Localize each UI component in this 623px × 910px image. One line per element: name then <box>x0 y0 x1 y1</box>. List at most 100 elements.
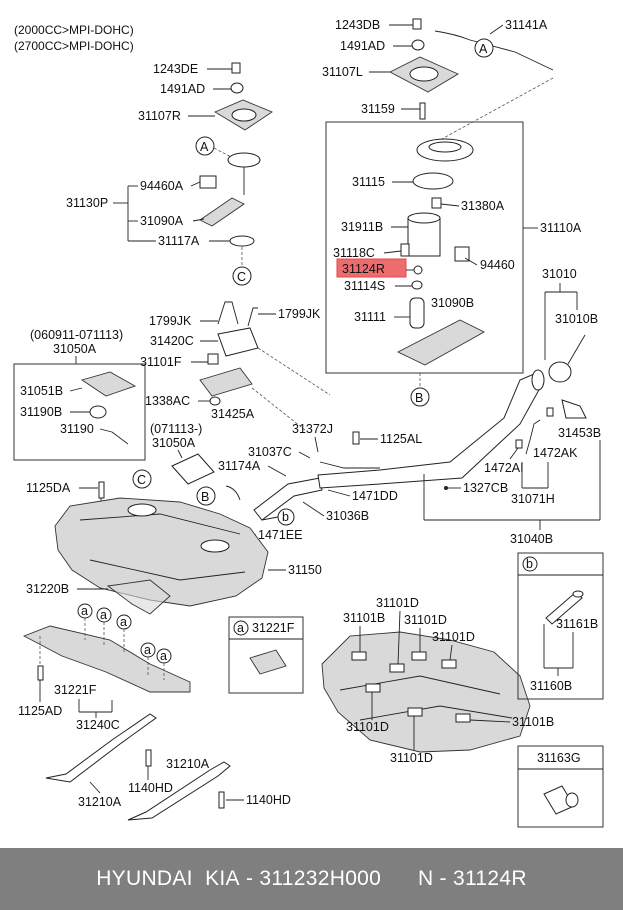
label-31160b: 31160B <box>530 679 572 693</box>
label-1491ad-right: 1491AD <box>340 39 385 53</box>
label-31240c: 31240C <box>76 718 120 732</box>
label-1338ac: 1338AC <box>145 394 190 408</box>
hose-part <box>225 485 241 501</box>
tank-strap-right-part <box>127 761 231 821</box>
pump-reservoir-part <box>407 217 441 257</box>
callout-c-top: C <box>232 266 252 286</box>
filter-right-part <box>396 319 485 366</box>
label-31010b: 31010B <box>555 312 598 326</box>
footer-part-number: 311232H000 <box>259 867 382 890</box>
bracket-left-part <box>217 301 239 325</box>
label-31221f-box: 31221F <box>252 621 295 635</box>
label-31101d-4: 31101D <box>346 720 389 734</box>
label-31380a: 31380A <box>461 199 505 213</box>
box-31221f <box>228 616 304 694</box>
footer-brand: HYUNDAI KIA <box>96 867 240 890</box>
label-1471dd: 1471DD <box>352 489 398 503</box>
footer-n-label: N - <box>417 867 453 890</box>
label-31090b: 31090B <box>431 296 474 310</box>
label-31453b: 31453B <box>558 426 601 440</box>
engine-note-2700cc: (2700CC>MPI-DOHC) <box>14 39 134 53</box>
fuel-tank-part <box>54 497 269 607</box>
label-31107l: 31107L <box>322 65 363 79</box>
footer-bar: HYUNDAI KIA - 311232H000 N - 31124R <box>0 848 623 910</box>
label-31420c: 31420C <box>150 334 194 348</box>
svg-text:b: b <box>282 510 289 524</box>
label-31210a-left: 31210A <box>78 795 122 809</box>
label-1140hd-right: 1140HD <box>246 793 291 807</box>
svg-text:A: A <box>200 140 209 154</box>
label-date-range-1: (060911-071113) <box>30 328 123 342</box>
label-31124r: 31124R <box>342 262 385 276</box>
label-31210a-right: 31210A <box>166 757 210 771</box>
label-31174a: 31174A <box>218 459 261 473</box>
callout-b-pump: B <box>410 387 430 407</box>
heat-shield-part <box>106 579 171 615</box>
footer-gap <box>381 867 418 891</box>
sender-right-part <box>454 246 470 262</box>
label-31114s: 31114S <box>344 279 385 293</box>
callout-b-tank: B <box>196 486 216 506</box>
box-b-detail <box>517 552 604 700</box>
label-94460: 94460 <box>480 258 515 272</box>
fuel-cap-part <box>548 361 572 383</box>
label-1491ad-left: 1491AD <box>160 82 205 96</box>
label-31101b-2: 31101B <box>512 715 554 729</box>
svg-text:a: a <box>81 604 88 618</box>
svg-text:a: a <box>100 608 107 622</box>
fuel-pump-motor-part <box>409 297 425 329</box>
fuel-system-exploded-diagram: (2000CC>MPI-DOHC) (2700CC>MPI-DOHC) 1243… <box>13 18 604 828</box>
label-31161b: 31161B <box>556 617 598 631</box>
label-1327cb: 1327CB <box>463 481 508 495</box>
label-31101d-3: 31101D <box>432 630 475 644</box>
callout-a-box: a <box>233 620 249 636</box>
callout-a-right: A <box>474 38 494 58</box>
callout-a-small-2: a <box>96 607 112 623</box>
label-31101f: 31101F <box>140 355 182 369</box>
label-31036b: 31036B <box>326 509 369 523</box>
svg-text:B: B <box>201 490 209 504</box>
fuel-regulator-part <box>413 265 423 275</box>
callout-a-small-3: a <box>116 614 132 630</box>
label-31190b: 31190B <box>20 405 62 419</box>
callout-a-small-1: a <box>77 603 93 619</box>
label-1799jk-right: 1799JK <box>278 307 321 321</box>
svg-text:A: A <box>479 42 488 56</box>
svg-text:C: C <box>137 473 146 487</box>
label-31220b: 31220B <box>26 582 69 596</box>
label-31110a: 31110A <box>540 221 582 235</box>
label-31090a: 31090A <box>140 214 184 228</box>
label-31051b: 31051B <box>20 384 63 398</box>
gasket-right-part <box>412 172 454 190</box>
label-31115: 31115 <box>352 175 385 189</box>
label-31037c: 31037C <box>248 445 292 459</box>
variant-box-1 <box>13 363 146 461</box>
lower-tank-part <box>321 631 531 753</box>
canister-2-part <box>171 453 215 485</box>
label-1140hd-left: 1140HD <box>128 781 173 795</box>
label-31050a-1: 31050A <box>53 342 97 356</box>
label-1125da: 1125DA <box>26 481 71 495</box>
label-31372j: 31372J <box>292 422 333 436</box>
label-31101d-2: 31101D <box>404 613 447 627</box>
label-1799jk-left: 1799JK <box>149 314 192 328</box>
label-31159: 31159 <box>361 102 395 116</box>
svg-text:b: b <box>526 557 533 571</box>
callout-b-box: b <box>522 556 538 572</box>
svg-text:a: a <box>160 649 167 663</box>
label-31117a: 31117A <box>158 234 200 248</box>
box-31163g <box>517 745 604 828</box>
callout-b-small: b <box>277 508 295 526</box>
label-1471ee: 1471EE <box>258 528 302 542</box>
svg-text:a: a <box>120 615 127 629</box>
label-1472ai: 1472AI <box>484 461 524 475</box>
washer-part <box>230 82 244 94</box>
svg-text:C: C <box>237 270 246 284</box>
svg-text:a: a <box>237 621 244 635</box>
footer-n-value: 31124R <box>452 867 527 890</box>
bracket-right-part <box>247 307 258 327</box>
callout-a-small-5: a <box>156 648 172 664</box>
highlight-31124r <box>336 258 407 278</box>
label-31163g: 31163G <box>537 751 581 765</box>
label-1125al: 1125AL <box>380 432 422 446</box>
